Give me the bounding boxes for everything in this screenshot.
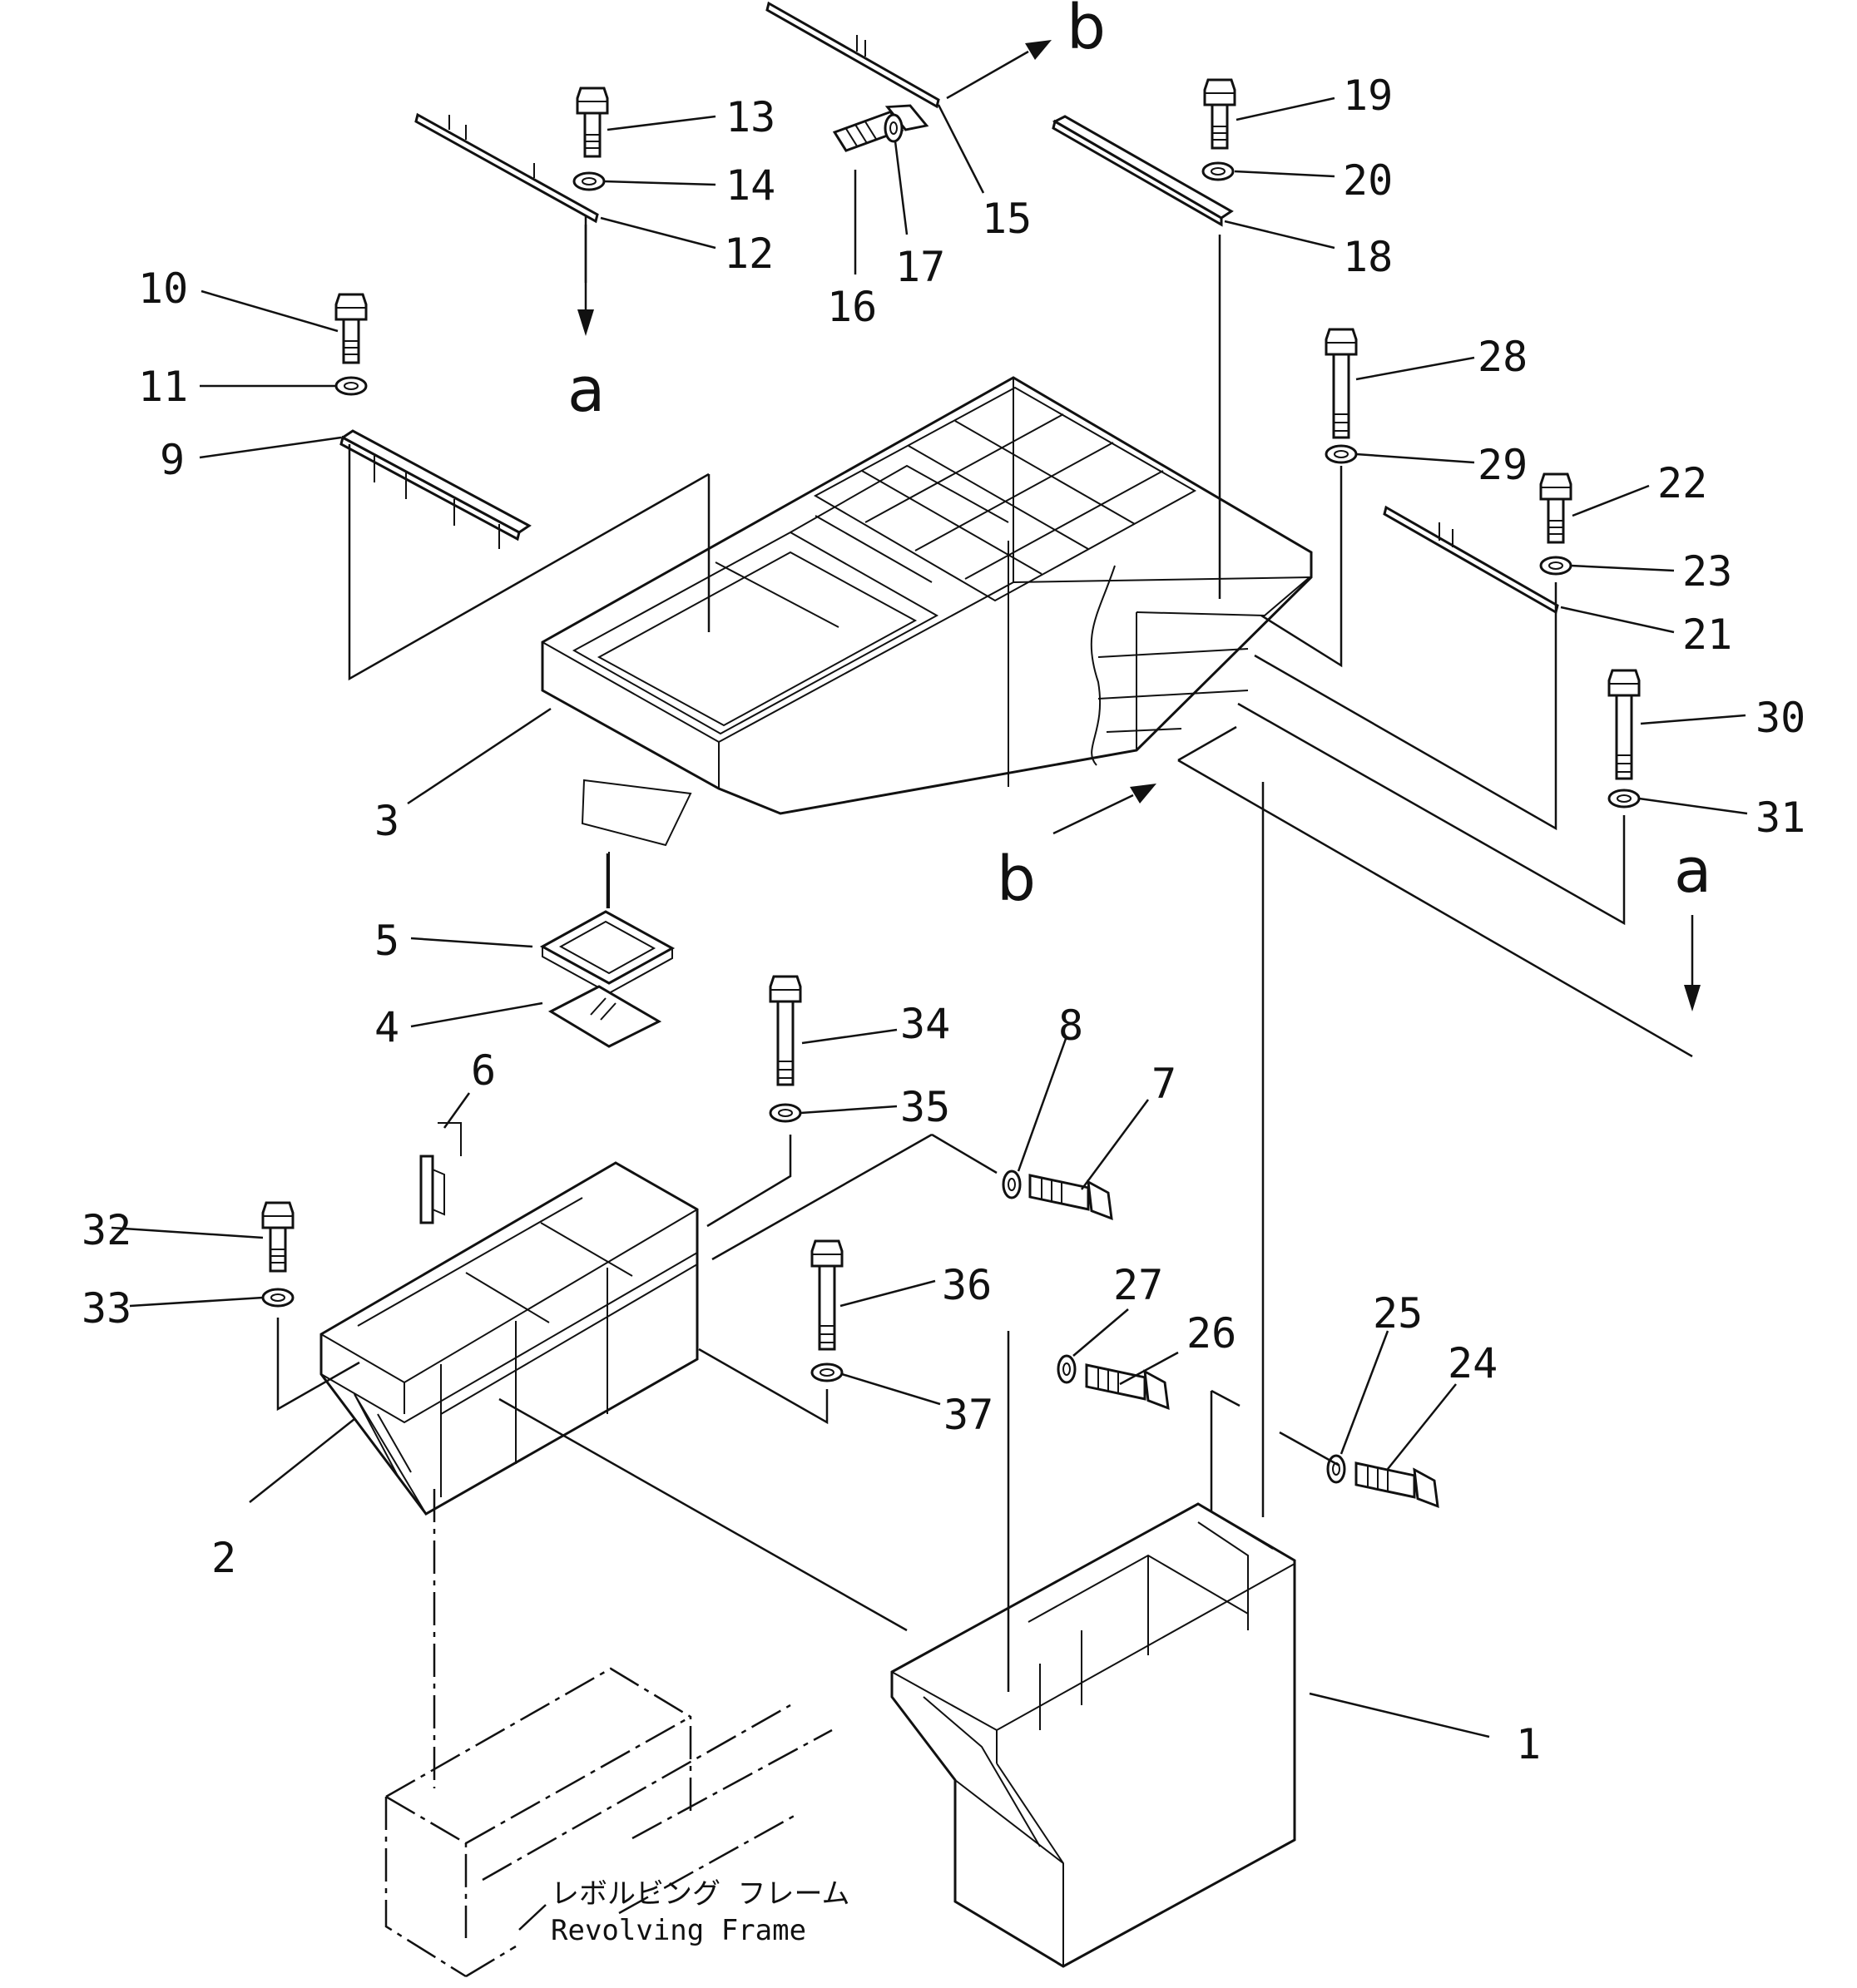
direction-b-mid: b <box>997 843 1036 915</box>
caption-english: Revolving Frame <box>551 1914 806 1947</box>
label-15: 15 <box>982 195 1032 243</box>
label-11: 11 <box>138 363 188 411</box>
label-24: 24 <box>1448 1339 1498 1387</box>
washer-part-23 <box>1539 556 1572 576</box>
cap-part-5 <box>539 910 676 995</box>
bolt-part-24 <box>1354 1461 1439 1508</box>
washer-part-14 <box>572 171 606 191</box>
caption-japanese: レボルビング フレーム <box>551 1877 849 1911</box>
rail-part-18 <box>1052 115 1234 227</box>
lower-console-part-1 <box>890 1502 1296 1968</box>
washer-part-20 <box>1201 161 1235 181</box>
label-14: 14 <box>725 161 775 210</box>
bolt-part-19 <box>1203 78 1236 150</box>
label-21: 21 <box>1682 611 1732 659</box>
label-20: 20 <box>1343 156 1393 205</box>
washer-part-11 <box>334 376 368 396</box>
leader-lines <box>111 96 1748 1738</box>
label-19: 19 <box>1343 72 1393 120</box>
washer-part-33 <box>261 1288 295 1308</box>
rail-part-21 <box>1383 505 1559 615</box>
label-13: 13 <box>725 93 775 141</box>
rail-part-12 <box>414 112 599 224</box>
label-36: 36 <box>942 1261 992 1309</box>
label-3: 3 <box>374 797 399 845</box>
bolt-part-22 <box>1539 472 1572 544</box>
label-33: 33 <box>82 1284 131 1333</box>
washer-part-31 <box>1607 789 1641 809</box>
label-25: 25 <box>1373 1289 1423 1338</box>
washer-part-37 <box>810 1362 844 1382</box>
bolt-part-32 <box>261 1201 295 1273</box>
bolt-part-16 <box>833 87 928 171</box>
rail-part-9 <box>339 429 532 549</box>
bolt-part-13 <box>576 87 609 158</box>
label-6: 6 <box>471 1046 496 1095</box>
label-8: 8 <box>1058 1001 1083 1050</box>
direction-b-top: b <box>1067 0 1106 63</box>
label-35: 35 <box>900 1083 950 1131</box>
plate-part-4 <box>547 985 662 1048</box>
washer-part-35 <box>769 1103 802 1123</box>
label-28: 28 <box>1478 333 1528 381</box>
label-9: 9 <box>160 436 185 484</box>
label-22: 22 <box>1657 459 1707 507</box>
direction-a-top: a <box>567 354 605 426</box>
washer-part-8 <box>1002 1170 1022 1199</box>
mid-frame-part-2 <box>319 1161 699 1516</box>
rail-part-15 <box>765 1 940 109</box>
label-29: 29 <box>1478 441 1528 489</box>
label-30: 30 <box>1755 694 1805 742</box>
label-32: 32 <box>82 1206 131 1254</box>
label-17: 17 <box>895 243 945 291</box>
label-2: 2 <box>211 1534 236 1582</box>
label-31: 31 <box>1755 794 1805 842</box>
washer-part-29 <box>1325 444 1358 464</box>
label-26: 26 <box>1186 1309 1236 1357</box>
label-18: 18 <box>1343 233 1393 281</box>
washer-part-17 <box>884 113 904 143</box>
label-1: 1 <box>1516 1720 1541 1768</box>
bolt-part-7 <box>1028 1174 1113 1220</box>
direction-letters: a b b a <box>567 0 1711 915</box>
bolt-part-26 <box>1085 1363 1170 1410</box>
label-12: 12 <box>724 230 774 278</box>
direction-arrows <box>577 40 1701 1011</box>
label-16: 16 <box>827 283 877 331</box>
label-4: 4 <box>374 1003 399 1051</box>
revolving-frame-caption: レボルビング フレーム Revolving Frame <box>518 1877 849 1947</box>
label-10: 10 <box>138 265 188 313</box>
bolt-part-30 <box>1607 669 1641 780</box>
revolving-frame <box>384 1667 833 1978</box>
label-5: 5 <box>374 917 399 965</box>
part-labels: 13 14 12 15 16 17 19 20 18 10 11 9 28 29… <box>82 72 1805 1768</box>
label-23: 23 <box>1682 547 1732 596</box>
upper-console-part-3 <box>541 376 1313 847</box>
bolt-part-34 <box>769 975 802 1086</box>
bolt-part-36 <box>810 1239 844 1351</box>
bolt-part-10 <box>334 293 368 364</box>
washer-part-27 <box>1057 1354 1077 1384</box>
assembly-lines <box>276 216 1693 1788</box>
clip-part-6 <box>419 1122 462 1224</box>
direction-a-right: a <box>1674 835 1711 907</box>
label-7: 7 <box>1151 1060 1176 1108</box>
label-37: 37 <box>943 1391 993 1439</box>
label-34: 34 <box>900 1000 950 1048</box>
label-27: 27 <box>1113 1261 1163 1309</box>
bolt-part-28 <box>1325 328 1358 439</box>
